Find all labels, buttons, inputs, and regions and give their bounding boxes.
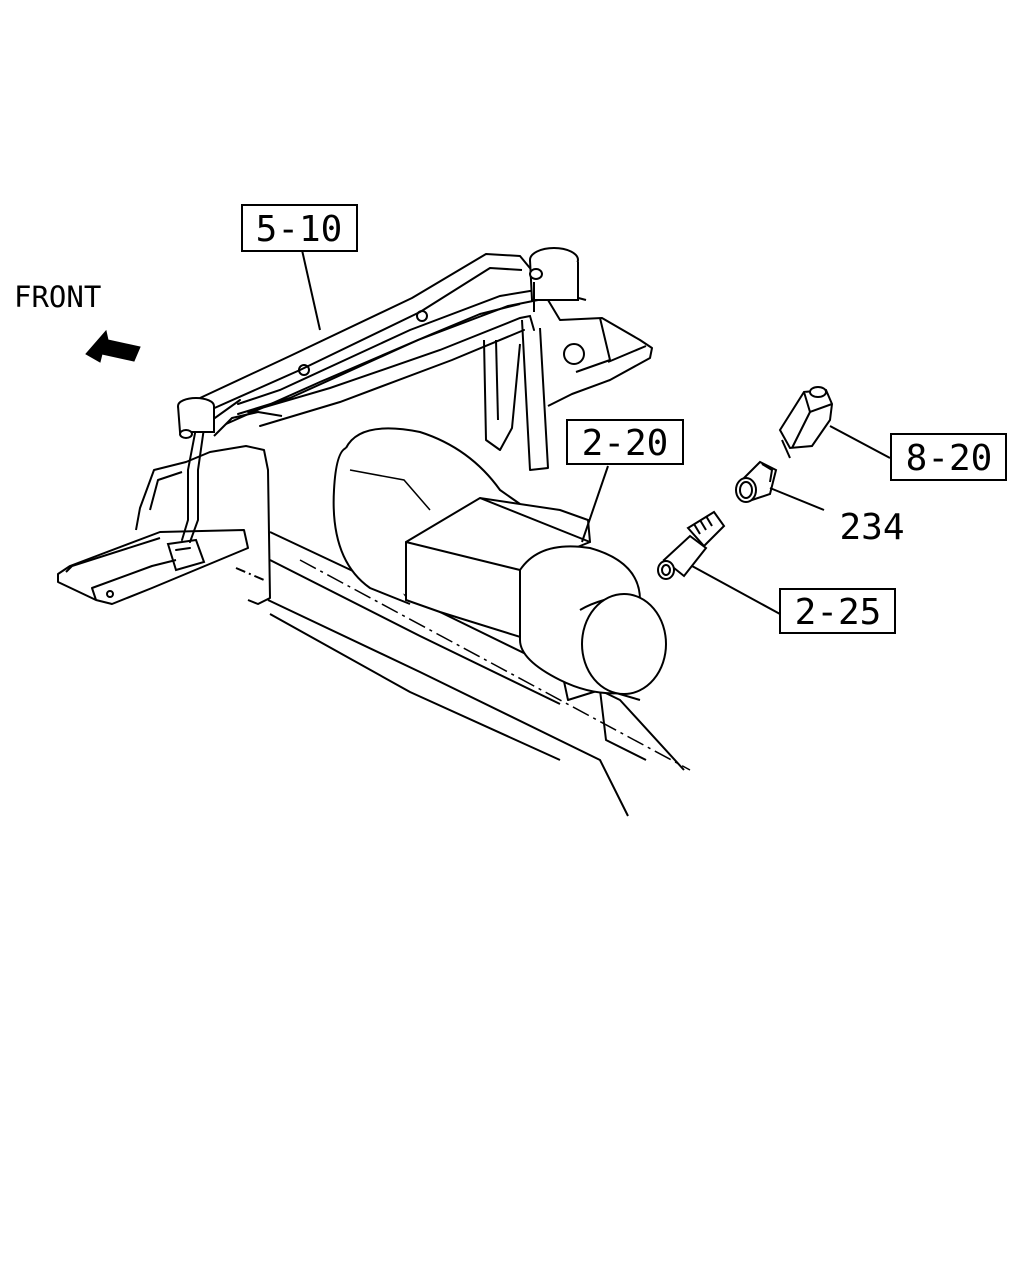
chassis-frame bbox=[57, 253, 691, 817]
callout-label: 234 bbox=[839, 507, 904, 548]
connector-part bbox=[735, 460, 778, 503]
leader-2-25 bbox=[691, 565, 781, 615]
left-canister bbox=[177, 397, 215, 439]
callout-8-20: 8-20 bbox=[890, 433, 1007, 481]
callout-box bbox=[779, 588, 896, 634]
callout-2-25: 2-25 bbox=[779, 588, 896, 634]
sensor-bracket-part bbox=[778, 386, 834, 459]
callout-box bbox=[241, 204, 358, 252]
callout-label: 2-20 bbox=[582, 423, 669, 464]
leader-234 bbox=[769, 487, 825, 511]
fitting-part bbox=[657, 510, 726, 580]
leader-2-20 bbox=[581, 465, 609, 543]
leader-5-10 bbox=[301, 249, 321, 331]
callout-label: 5-10 bbox=[256, 209, 343, 250]
callout-box bbox=[890, 433, 1007, 481]
callout-box bbox=[566, 419, 684, 465]
pipe-lines bbox=[166, 289, 539, 572]
front-arrow-icon bbox=[85, 329, 141, 363]
callout-label: 8-20 bbox=[906, 438, 993, 479]
callout-234: 234 bbox=[839, 507, 904, 548]
leader-8-20 bbox=[829, 425, 891, 459]
right-canister bbox=[529, 247, 579, 312]
leader-lines bbox=[301, 249, 891, 615]
drum-assembly bbox=[332, 427, 667, 695]
callout-2-20: 2-20 bbox=[566, 419, 684, 465]
front-direction-label: FRONT bbox=[14, 280, 101, 314]
callout-5-10: 5-10 bbox=[241, 204, 358, 252]
callout-label: 2-25 bbox=[795, 592, 882, 633]
